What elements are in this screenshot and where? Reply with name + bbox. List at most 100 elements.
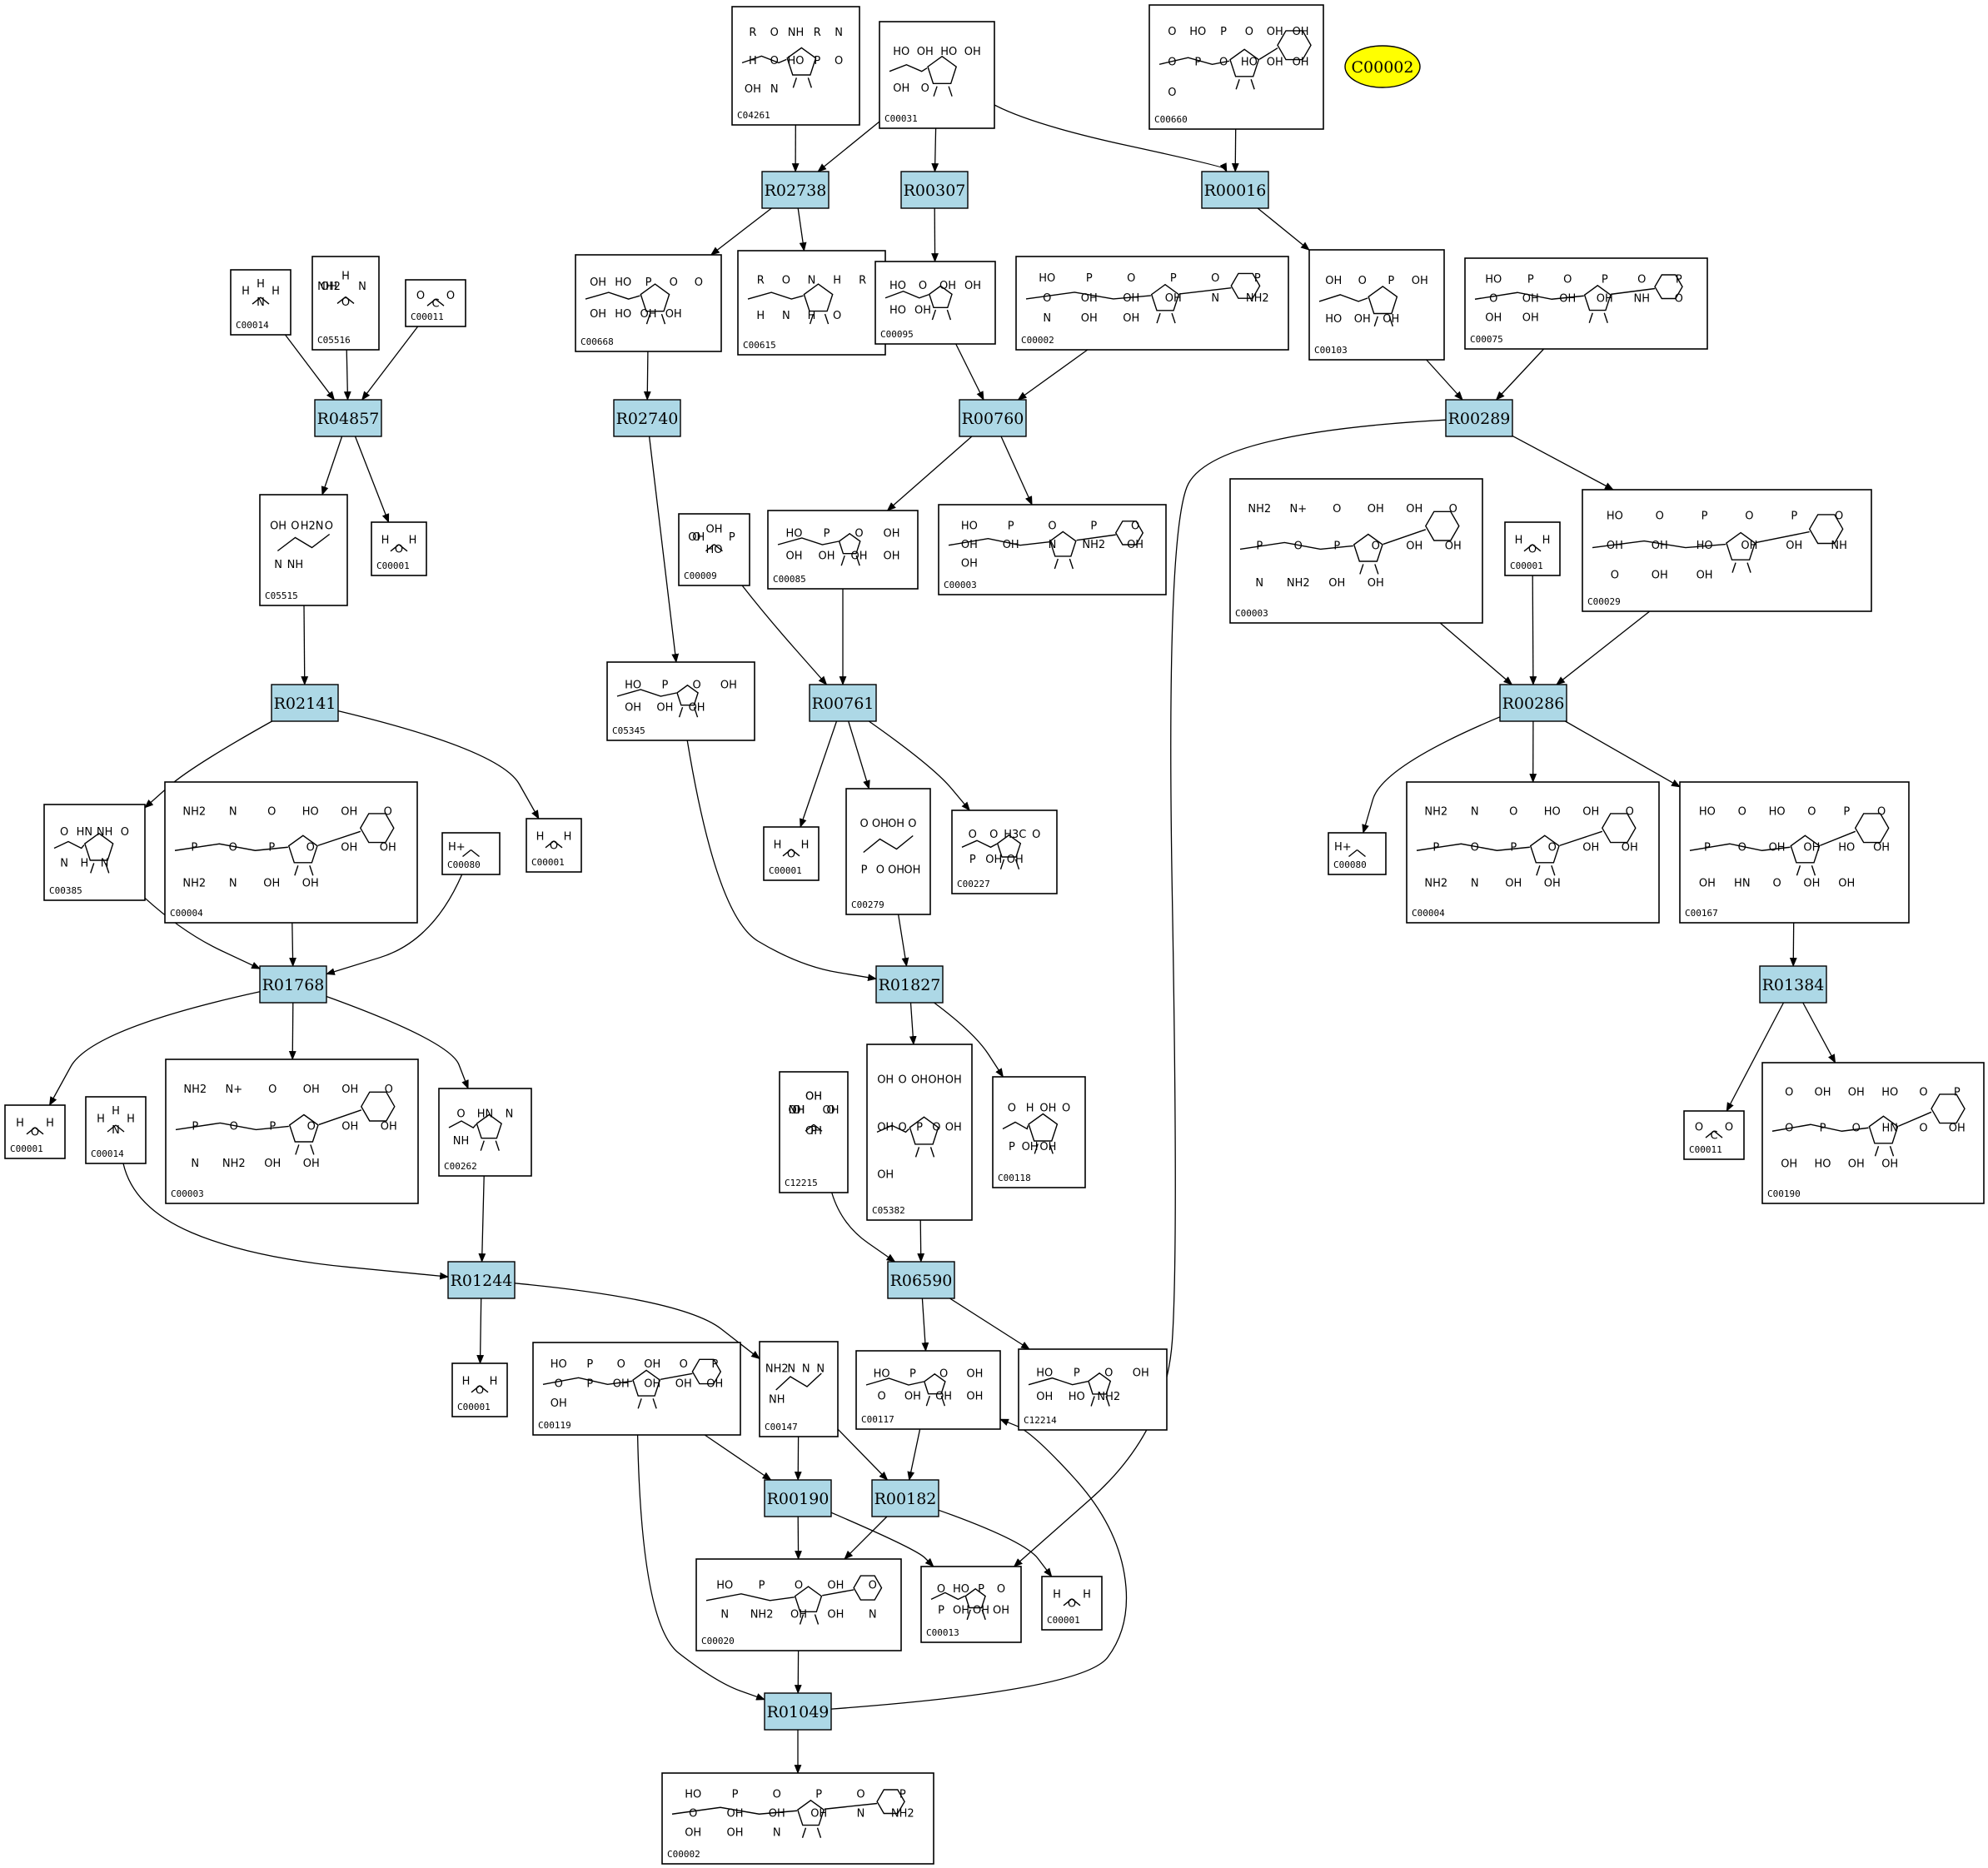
reaction-node-R02141[interactable]: R02141 bbox=[271, 684, 339, 722]
atom-glyph: P bbox=[1432, 842, 1439, 854]
reaction-node-R00286[interactable]: R00286 bbox=[1499, 684, 1567, 722]
compound-box bbox=[1504, 521, 1561, 576]
reaction-node-R00182[interactable]: R00182 bbox=[871, 1479, 939, 1517]
legend-compound-ellipse[interactable] bbox=[1344, 45, 1421, 88]
reaction-node-R06590[interactable]: R06590 bbox=[887, 1261, 955, 1299]
atom-glyph: OH bbox=[966, 1391, 983, 1403]
reaction-node-R00307[interactable]: R00307 bbox=[900, 171, 969, 209]
compound-id-label: C00004 bbox=[1412, 908, 1445, 919]
compound-id-label: C00668 bbox=[580, 336, 614, 347]
atom-glyph: N bbox=[191, 1158, 199, 1170]
compound-id-label: C04261 bbox=[737, 110, 770, 121]
reaction-node-R04857[interactable]: R04857 bbox=[314, 399, 382, 437]
reaction-node-R02740[interactable]: R02740 bbox=[613, 399, 681, 437]
reaction-node-R02738[interactable]: R02738 bbox=[761, 171, 830, 209]
reaction-node-R01768[interactable]: R01768 bbox=[259, 965, 327, 1004]
edge-R04857-c00001a bbox=[354, 436, 390, 524]
compound-node-c00080b[interactable]: H+C00080 bbox=[1328, 832, 1387, 875]
atom-glyph: OH bbox=[893, 82, 909, 95]
reaction-node-R01384[interactable]: R01384 bbox=[1759, 965, 1827, 1004]
edge-c00029-R00286 bbox=[1556, 610, 1651, 685]
reaction-node-R01244[interactable]: R01244 bbox=[447, 1261, 516, 1299]
atom-glyph: NH2 bbox=[1248, 503, 1271, 516]
atom-glyph: OH bbox=[1697, 569, 1713, 581]
atom-glyph: P bbox=[191, 842, 197, 854]
atom-glyph: HN bbox=[77, 826, 93, 839]
atom-glyph: OH bbox=[788, 1104, 805, 1117]
atom-glyph: OH bbox=[341, 806, 357, 819]
atom-glyph: N+ bbox=[1289, 503, 1307, 516]
reaction-node-R00190[interactable]: R00190 bbox=[764, 1479, 832, 1517]
atom-glyph: P bbox=[815, 1789, 822, 1801]
reaction-node-R01827[interactable]: R01827 bbox=[875, 965, 944, 1004]
reaction-node-R00016[interactable]: R00016 bbox=[1201, 171, 1269, 209]
reaction-box bbox=[259, 965, 327, 1004]
atom-glyph: NH bbox=[789, 1104, 805, 1117]
atom-glyph: HO bbox=[1544, 806, 1561, 819]
reaction-node-R00761[interactable]: R00761 bbox=[809, 684, 877, 722]
reaction-node-R01049[interactable]: R01049 bbox=[764, 1692, 832, 1731]
reaction-node-R00289[interactable]: R00289 bbox=[1445, 399, 1513, 437]
atom-glyph: N bbox=[60, 857, 68, 869]
atom-glyph: OH bbox=[945, 1074, 962, 1087]
atom-glyph: OH bbox=[888, 818, 904, 830]
edge-c00668-R02740 bbox=[643, 351, 651, 401]
compound-box bbox=[1582, 489, 1872, 612]
reaction-node-R00760[interactable]: R00760 bbox=[959, 399, 1027, 437]
compound-id-label: C00103 bbox=[1314, 345, 1348, 356]
atom-glyph: O bbox=[898, 1122, 906, 1134]
atom-glyph: O bbox=[1919, 1123, 1927, 1135]
atom-glyph: O bbox=[856, 1789, 864, 1801]
atom-glyph: HO bbox=[716, 1580, 733, 1592]
atom-glyph: O bbox=[833, 310, 841, 322]
compound-node-c00080a[interactable]: H+C00080 bbox=[441, 832, 501, 875]
